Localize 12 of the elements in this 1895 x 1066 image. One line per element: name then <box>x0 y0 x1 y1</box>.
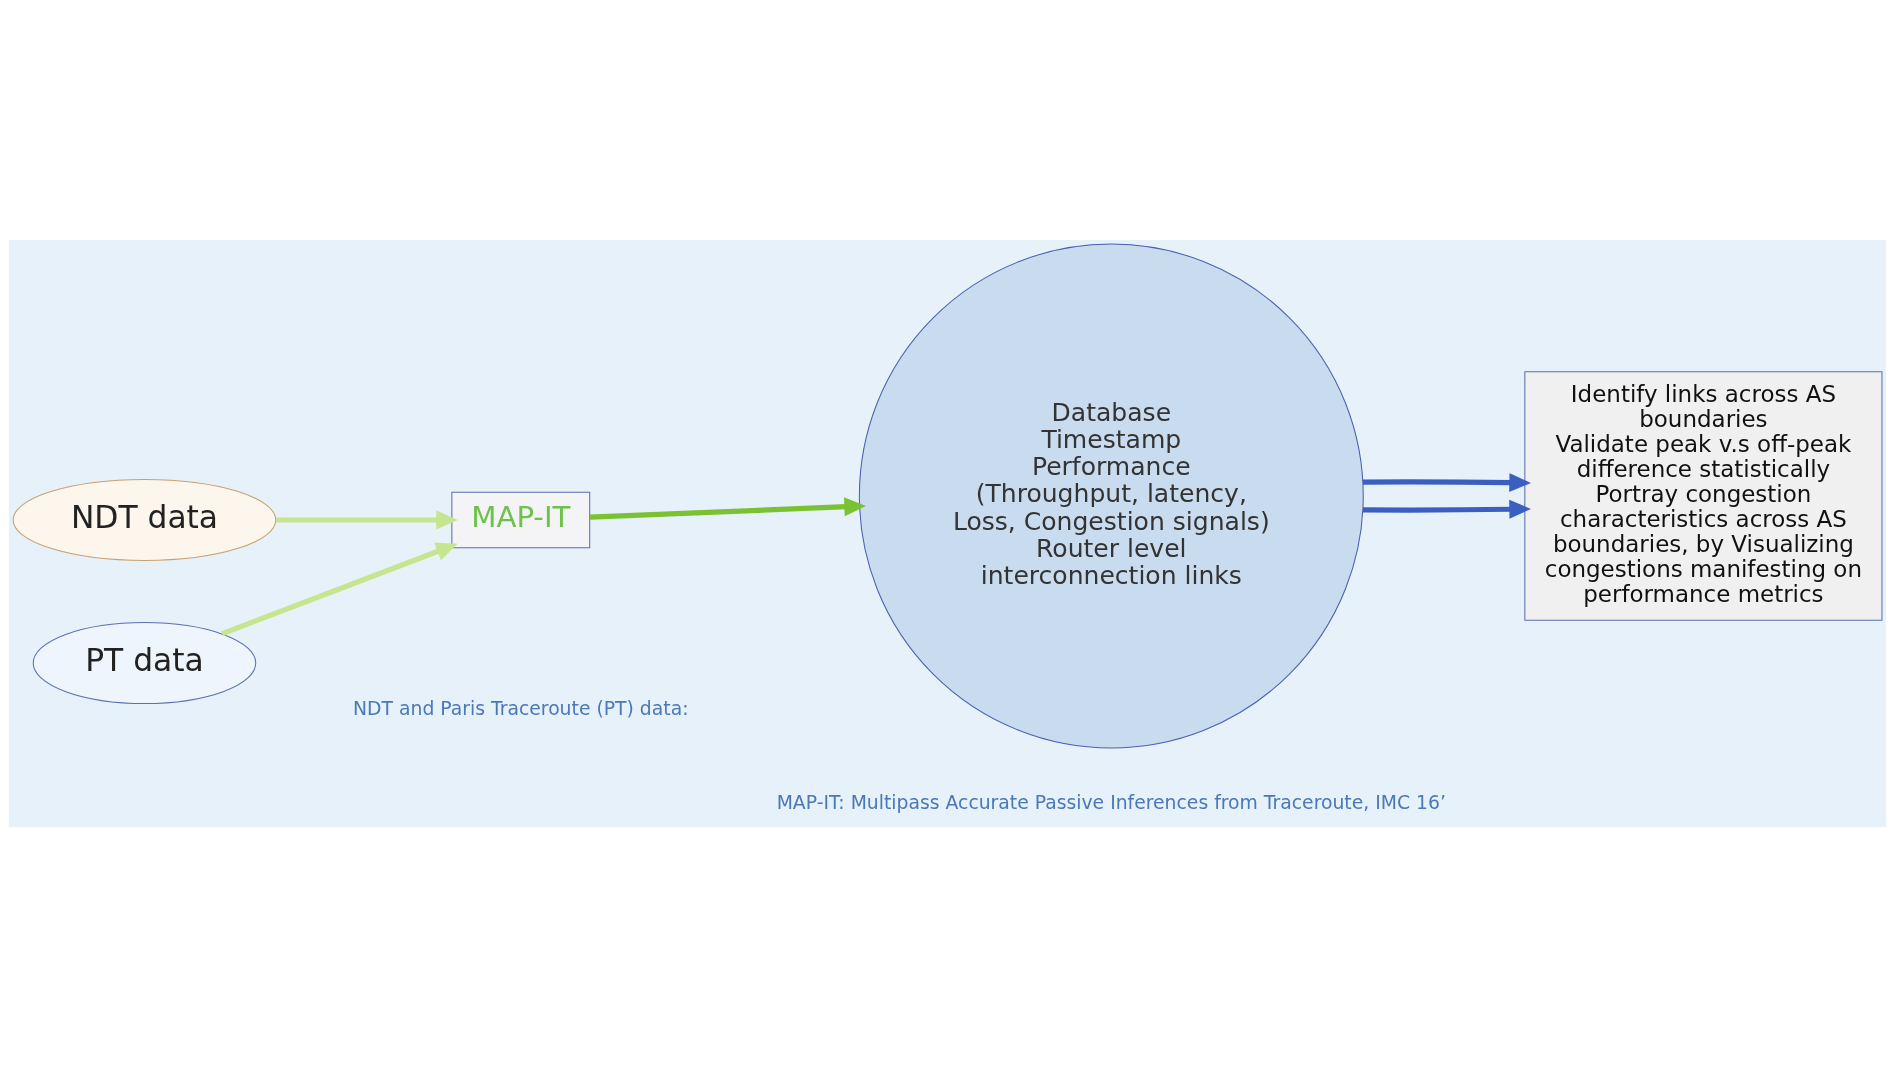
node-circle: Database Timestamp Performance (Throughput, latency, Loss, Congestion signals) Router level interconnection links <box>858 243 1364 748</box>
arrow <box>221 542 458 636</box>
node-box: Identify links across AS boundaries Validate peak v.s off-peak difference statistically Portray congestion characteristics across AS boundaries, by Visualizing congestions manifesting on performance metrics <box>1524 370 1883 621</box>
arrow <box>1363 499 1531 519</box>
node-ellipse: NDT data <box>12 478 277 561</box>
label: MAP-IT: Multipass Accurate Passive Inferences from Traceroute, IMC 16’ <box>776 791 1446 813</box>
arrow <box>589 496 866 520</box>
label: NDT and Paris Traceroute (PT) data: <box>353 697 689 719</box>
node-ellipse: PT data <box>32 621 257 704</box>
arrow <box>276 510 458 529</box>
arrow <box>1363 472 1531 492</box>
node-box: MAP-IT <box>451 491 591 548</box>
